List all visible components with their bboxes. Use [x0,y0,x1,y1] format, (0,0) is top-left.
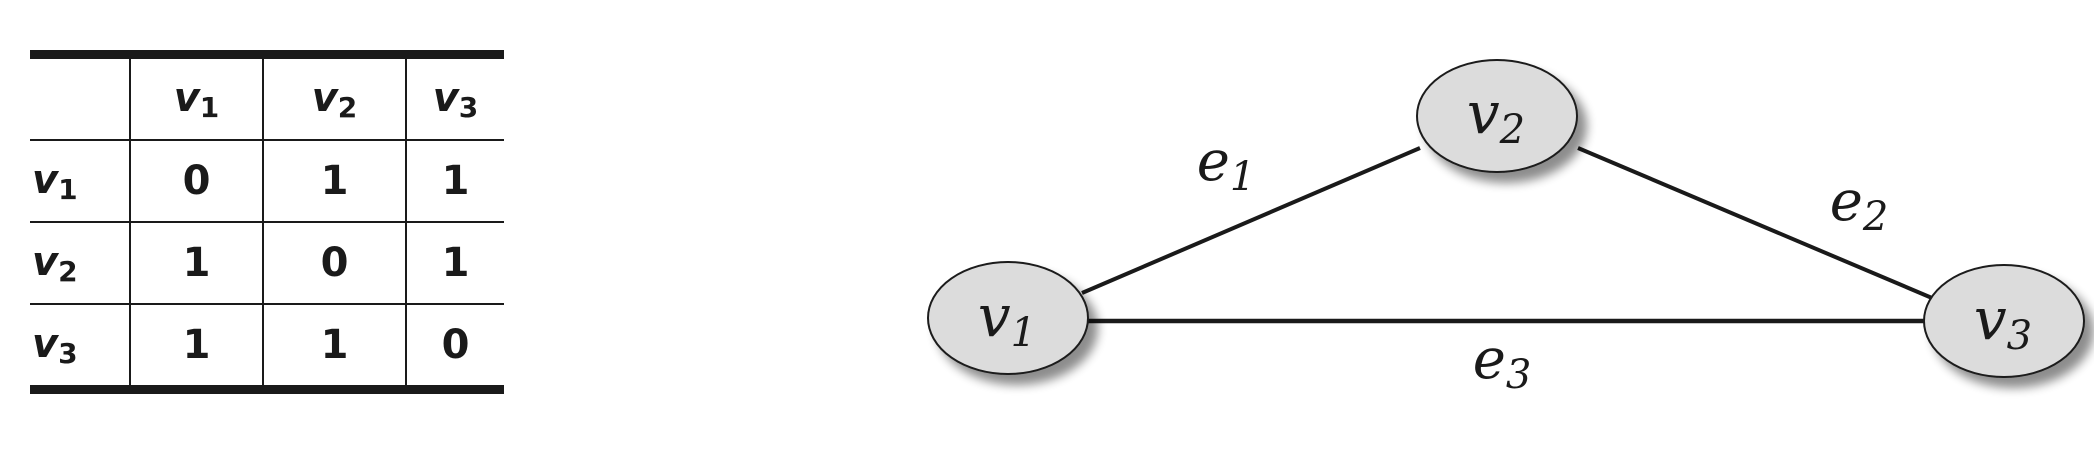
row-header-v1: v1 [30,140,131,223]
column-header-v1: v1 [130,59,264,141]
matrix-header-row: v1 v2 v3 [30,59,504,141]
matrix-cell: 1 [406,140,504,223]
table-top-rule [30,50,504,59]
matrix-row-v2: v2 1 0 1 [30,222,504,305]
adjacency-matrix: v1 v2 v3 v1 0 1 1 v2 1 0 1 v3 1 1 0 [30,50,504,394]
matrix-cell: 0 [130,140,264,223]
node-v1: v1 [927,261,1089,375]
edge-e3-label: e3 [1473,327,1532,398]
matrix-cell: 1 [130,304,264,385]
matrix-table: v1 v2 v3 v1 0 1 1 v2 1 0 1 v3 1 1 0 [30,59,504,385]
node-v2-label: v2 [1467,79,1525,153]
node-v3-label: v3 [1974,285,2032,359]
table-bottom-rule [30,385,504,394]
matrix-cell: 0 [263,222,407,305]
matrix-corner-cell [30,59,131,141]
node-v2: v2 [1416,59,1578,173]
row-header-v3: v3 [30,304,131,385]
matrix-cell: 1 [263,304,407,385]
node-v1-label: v1 [978,282,1036,356]
column-header-v2: v2 [263,59,407,141]
node-v3-circle [1923,264,2085,378]
node-v1-circle [927,261,1089,375]
matrix-row-v1: v1 0 1 1 [30,140,504,223]
matrix-row-v3: v3 1 1 0 [30,304,504,385]
edge-e2-label: e2 [1830,169,1889,240]
edge-e1 [1081,146,1421,295]
edge-e1-label: e1 [1197,129,1256,200]
matrix-cell: 0 [441,322,470,368]
node-v2-circle [1416,59,1578,173]
edge-e2 [1577,146,1933,300]
matrix-cell: 1 [130,222,264,305]
matrix-cell: 1 [263,140,407,223]
column-header-v3: v3 [406,59,504,141]
node-v3: v3 [1923,264,2085,378]
matrix-cell: 1 [406,222,504,305]
row-header-v2: v2 [30,222,131,305]
